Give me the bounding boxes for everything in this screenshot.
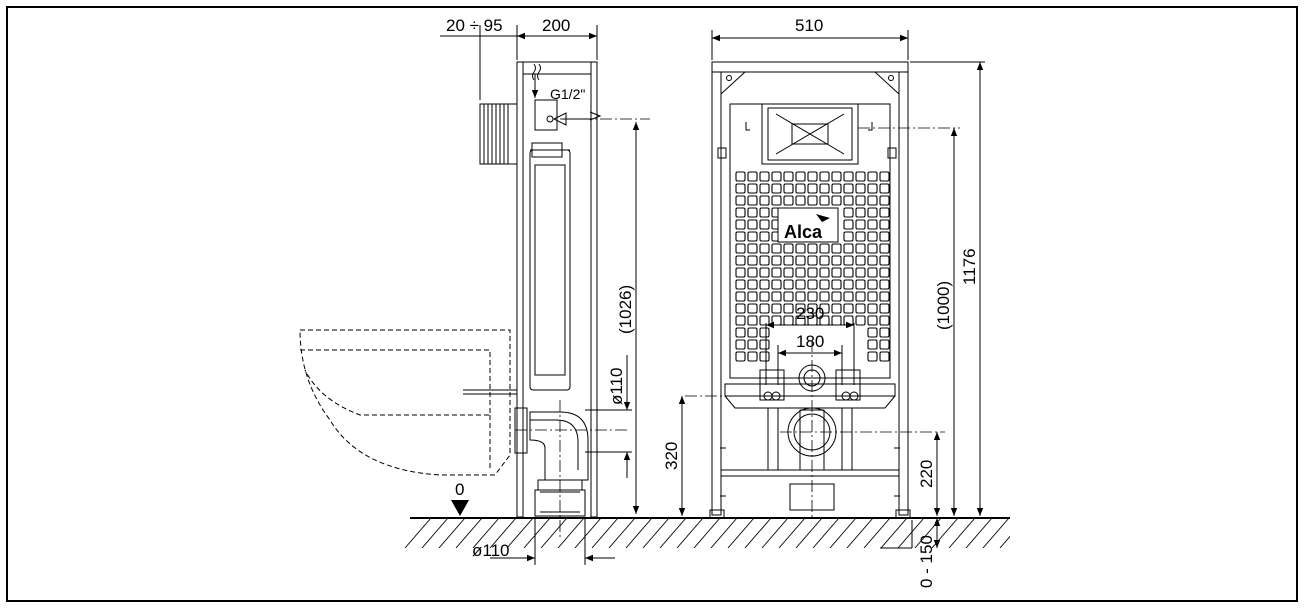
dim-depth: 200 (542, 16, 570, 35)
drawing-frame (6, 6, 1298, 602)
dim-leg-adjust: 0 - 150 (917, 535, 936, 588)
svg-text:Alca: Alca (784, 222, 823, 242)
dim-bolt-height: 320 (662, 442, 681, 470)
floor-level-marker (451, 500, 469, 516)
floor-level-label: 0 (455, 480, 464, 499)
flange-ribs (483, 104, 509, 164)
dim-inlet-thread: G1/2" (550, 86, 585, 102)
dim-bolt-spacing-inner: 180 (796, 332, 824, 351)
alca-logo: Alca (777, 207, 839, 243)
dim-button-height: (1000) (934, 281, 953, 330)
cistern-rib-grid (735, 171, 890, 362)
dim-inlet-height: (1026) (616, 285, 635, 334)
front-view: Alca 230 180 (662, 16, 985, 588)
dim-width: 510 (795, 16, 823, 35)
dim-wall-gap: 20 ÷ 95 (446, 16, 503, 35)
side-view: 20 ÷ 95 200 G1/2" (1026) ø110 ø110 0 (299, 16, 650, 565)
dim-drain-height: 220 (917, 460, 936, 488)
dim-total-height: 1176 (960, 248, 979, 285)
dim-pipe-diameter-lower: ø110 (472, 541, 510, 560)
dim-pipe-diameter-upper: ø110 (607, 368, 626, 406)
dim-bolt-spacing-outer: 230 (796, 304, 824, 323)
